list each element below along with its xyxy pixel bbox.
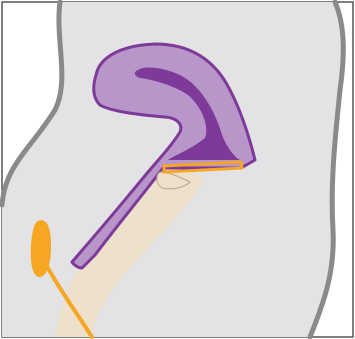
diagram-frame [0, 0, 355, 339]
anatomy-diagram [0, 0, 355, 339]
